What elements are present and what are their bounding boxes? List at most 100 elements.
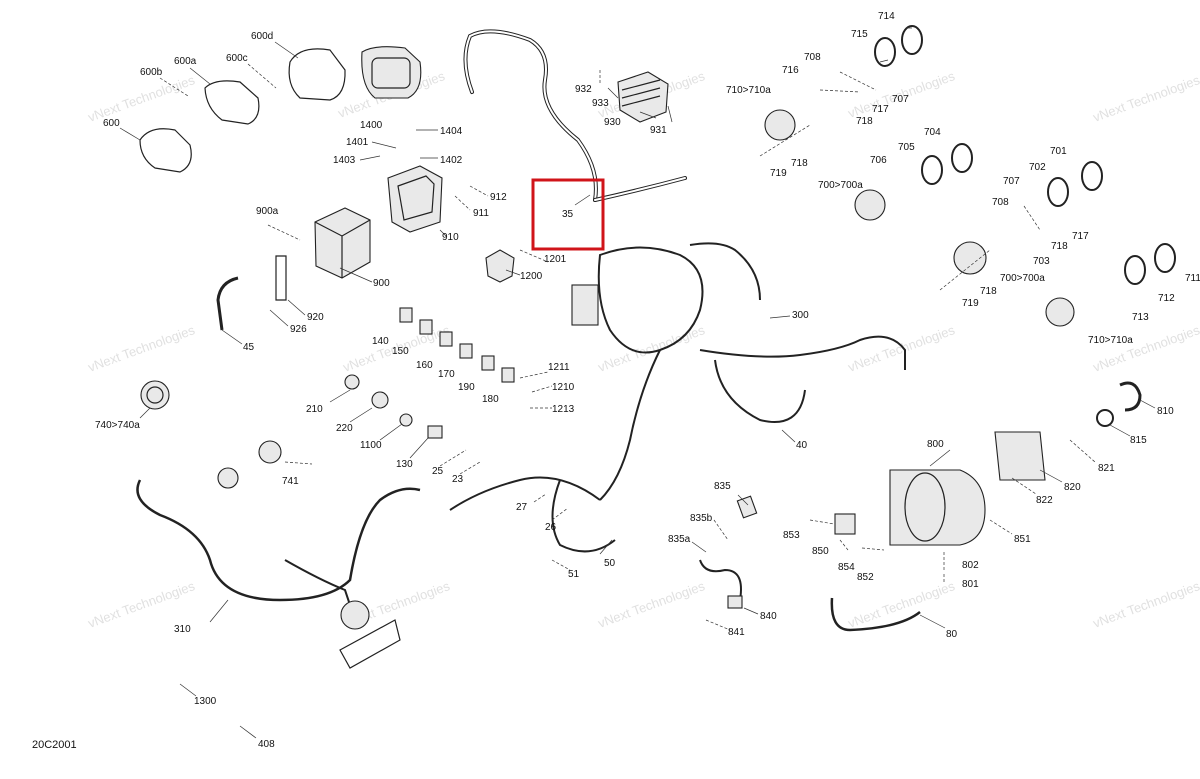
label-703[interactable]: 703: [1033, 256, 1050, 267]
label-710b[interactable]: 710>710a: [1088, 335, 1133, 346]
label-80[interactable]: 80: [946, 629, 958, 640]
label-700b[interactable]: 700>700a: [1000, 273, 1045, 284]
label-710a[interactable]: 710>710a: [726, 85, 771, 96]
label-852[interactable]: 852: [857, 572, 874, 583]
label-40[interactable]: 40: [796, 440, 808, 451]
label-210[interactable]: 210: [306, 404, 323, 415]
label-51[interactable]: 51: [568, 569, 580, 580]
label-1404[interactable]: 1404: [440, 126, 463, 137]
label-1213[interactable]: 1213: [552, 404, 575, 415]
label-910[interactable]: 910: [442, 232, 459, 243]
label-708a[interactable]: 708: [804, 52, 821, 63]
label-701[interactable]: 701: [1050, 146, 1067, 157]
lamp-740: [140, 380, 170, 410]
label-716[interactable]: 716: [782, 65, 799, 76]
label-600a[interactable]: 600a: [174, 56, 197, 67]
label-712[interactable]: 712: [1158, 293, 1175, 304]
label-713[interactable]: 713: [1132, 312, 1149, 323]
label-719b[interactable]: 719: [962, 298, 979, 309]
label-220[interactable]: 220: [336, 423, 353, 434]
label-802[interactable]: 802: [962, 560, 979, 571]
label-170[interactable]: 170: [438, 369, 455, 380]
label-1211[interactable]: 1211: [548, 362, 570, 373]
label-140[interactable]: 140: [372, 336, 389, 347]
label-35[interactable]: 35: [562, 209, 574, 220]
label-600b[interactable]: 600b: [140, 67, 163, 78]
label-50[interactable]: 50: [604, 558, 616, 569]
label-1400[interactable]: 1400: [360, 120, 383, 131]
label-704[interactable]: 704: [924, 127, 941, 138]
label-702[interactable]: 702: [1029, 162, 1046, 173]
label-900a[interactable]: 900a: [256, 206, 279, 217]
label-719a[interactable]: 719: [770, 168, 787, 179]
label-130[interactable]: 130: [396, 459, 413, 470]
label-1201[interactable]: 1201: [544, 254, 567, 265]
label-1300[interactable]: 1300: [194, 696, 217, 707]
label-160[interactable]: 160: [416, 360, 433, 371]
label-850[interactable]: 850: [812, 546, 829, 557]
label-912[interactable]: 912: [490, 192, 507, 203]
label-718a[interactable]: 718: [856, 116, 873, 127]
label-932[interactable]: 932: [575, 84, 592, 95]
label-1210[interactable]: 1210: [552, 382, 575, 393]
label-715[interactable]: 715: [851, 29, 868, 40]
label-26[interactable]: 26: [545, 522, 557, 533]
label-718d[interactable]: 718: [980, 286, 997, 297]
label-1200[interactable]: 1200: [520, 271, 543, 282]
label-711[interactable]: 711: [1185, 273, 1200, 284]
label-931[interactable]: 931: [650, 125, 667, 136]
label-821[interactable]: 821: [1098, 463, 1115, 474]
label-1403[interactable]: 1403: [333, 155, 356, 166]
label-23[interactable]: 23: [452, 474, 464, 485]
label-835a[interactable]: 835a: [668, 534, 691, 545]
socket-210: [344, 374, 360, 390]
label-706[interactable]: 706: [870, 155, 887, 166]
label-920[interactable]: 920: [307, 312, 324, 323]
label-717a[interactable]: 717: [872, 104, 889, 115]
label-150[interactable]: 150: [392, 346, 409, 357]
label-741[interactable]: 741: [282, 476, 299, 487]
label-820[interactable]: 820: [1064, 482, 1081, 493]
label-707a[interactable]: 707: [892, 94, 909, 105]
label-822[interactable]: 822: [1036, 495, 1053, 506]
label-851[interactable]: 851: [1014, 534, 1031, 545]
label-1402[interactable]: 1402: [440, 155, 463, 166]
label-25[interactable]: 25: [432, 466, 444, 477]
label-1401[interactable]: 1401: [346, 137, 369, 148]
label-300[interactable]: 300: [792, 310, 809, 321]
label-835[interactable]: 835: [714, 481, 731, 492]
label-705[interactable]: 705: [898, 142, 915, 153]
label-310[interactable]: 310: [174, 624, 191, 635]
label-840[interactable]: 840: [760, 611, 777, 622]
label-841[interactable]: 841: [728, 627, 745, 638]
label-854[interactable]: 854: [838, 562, 855, 573]
label-27[interactable]: 27: [516, 502, 528, 513]
label-180[interactable]: 180: [482, 394, 499, 405]
label-718c[interactable]: 718: [1051, 241, 1068, 252]
label-714[interactable]: 714: [878, 11, 895, 22]
label-800[interactable]: 800: [927, 439, 944, 450]
label-740[interactable]: 740>740a: [95, 420, 140, 431]
label-600d[interactable]: 600d: [251, 31, 273, 42]
label-835b[interactable]: 835b: [690, 513, 713, 524]
label-801[interactable]: 801: [962, 579, 979, 590]
label-600c[interactable]: 600c: [226, 53, 248, 64]
label-810[interactable]: 810: [1157, 406, 1174, 417]
label-1100[interactable]: 1100: [360, 440, 382, 451]
label-926[interactable]: 926: [290, 324, 307, 335]
label-707b[interactable]: 707: [1003, 176, 1020, 187]
label-708b[interactable]: 708: [992, 197, 1009, 208]
label-718b[interactable]: 718: [791, 158, 808, 169]
label-190[interactable]: 190: [458, 382, 475, 393]
label-853[interactable]: 853: [783, 530, 800, 541]
label-900[interactable]: 900: [373, 278, 390, 289]
label-45[interactable]: 45: [243, 342, 255, 353]
label-600[interactable]: 600: [103, 118, 120, 129]
label-700a[interactable]: 700>700a: [818, 180, 863, 191]
label-933[interactable]: 933: [592, 98, 609, 109]
label-408[interactable]: 408: [258, 739, 275, 750]
label-930[interactable]: 930: [604, 117, 621, 128]
label-717b[interactable]: 717: [1072, 231, 1089, 242]
label-911[interactable]: 911: [473, 208, 489, 219]
label-815[interactable]: 815: [1130, 435, 1147, 446]
